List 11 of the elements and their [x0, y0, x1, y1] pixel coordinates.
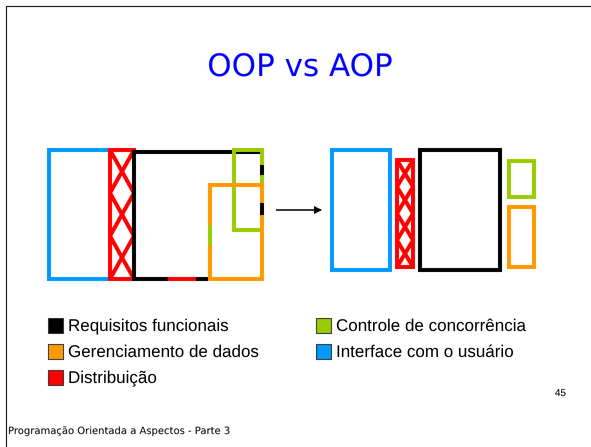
legend-text: Controle de concorrência — [336, 316, 526, 336]
slide-title: OOP vs AOP — [206, 48, 394, 84]
legend-text: Requisitos funcionais — [68, 316, 229, 336]
legend-text: Distribuição — [68, 368, 157, 388]
footer-text: Programação Orientada a Aspectos - Parte 3 — [8, 426, 230, 437]
legend-text: Interface com o usuário — [336, 342, 514, 362]
tangled-modules-drawing — [44, 145, 266, 283]
legend-text: Gerenciamento de dados — [68, 342, 259, 362]
arrow — [276, 206, 322, 214]
page-number: 45 — [554, 388, 566, 399]
separated-modules-drawing — [327, 145, 539, 273]
